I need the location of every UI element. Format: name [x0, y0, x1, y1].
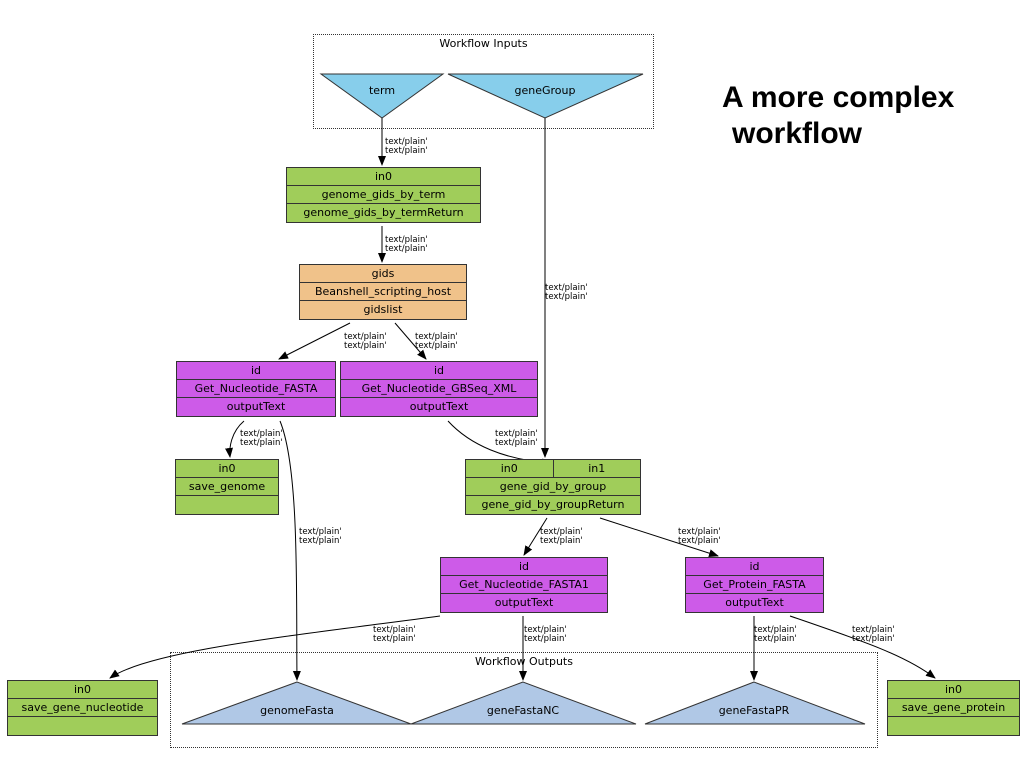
edge-label: text/plain'text/plain' — [240, 429, 283, 448]
edge-label: text/plain'text/plain' — [344, 332, 387, 351]
workflow-inputs-label: Workflow Inputs — [439, 37, 528, 50]
processor-name: Get_Nucleotide_FASTA1 — [441, 576, 607, 594]
port-outputtext: outputText — [226, 400, 286, 413]
processor-name: Beanshell_scripting_host — [300, 283, 466, 301]
edge-label: text/plain'text/plain' — [545, 283, 588, 302]
input-genegroup-shape — [447, 73, 644, 119]
empty-port — [8, 717, 157, 735]
port-in0: in0 — [888, 681, 1019, 699]
edge-label: text/plain'text/plain' — [678, 527, 721, 546]
port-return: gene_gid_by_groupReturn — [481, 498, 625, 511]
edge-get-nuc-fasta-to-genomefasta — [279, 420, 301, 681]
port-in1: in1 — [552, 460, 641, 477]
processor-name: save_gene_nucleotide — [8, 699, 157, 717]
edge-gene-gid-to-get-protein-fasta — [599, 517, 719, 558]
processor-name: genome_gids_by_term — [287, 186, 480, 204]
edge-get-nuc-fasta1-to-save-gene-nucleotide — [109, 615, 441, 679]
port-in0: in0 — [500, 462, 518, 475]
port-outputtext: outputText — [409, 400, 469, 413]
processor-name: save_genome — [176, 478, 278, 496]
output-genefastapr-label: geneFastaPR — [718, 704, 790, 717]
node-get-nucleotide-fasta1: id Get_Nucleotide_FASTA1 outputText — [440, 557, 608, 613]
processor-name: gene_gid_by_group — [466, 478, 640, 496]
port-id: id — [441, 558, 607, 576]
output-genomefasta-label: genomeFasta — [260, 704, 334, 717]
node-beanshell-scripting-host: gids Beanshell_scripting_host gidslist — [299, 264, 467, 320]
input-term-shape — [319, 73, 445, 119]
output-genefastanc-shape — [410, 681, 637, 725]
workflow-inputs-cluster: Workflow Inputs — [313, 34, 654, 129]
port-outputtext: outputText — [725, 596, 784, 609]
edge-beanshell-to-get-nuc-fasta — [278, 322, 351, 360]
node-save-gene-protein: in0 save_gene_protein — [887, 680, 1020, 736]
slide-title-line1: A more complex — [722, 81, 955, 114]
edge-get-protein-fasta-to-save-gene-protein — [789, 615, 936, 679]
slide-title: A more complex workflow — [722, 80, 1012, 152]
port-id: id — [686, 558, 823, 576]
output-genefastanc-label: geneFastaNC — [486, 704, 560, 717]
slide-title-line2: workflow — [732, 117, 863, 150]
processor-name: Get_Protein_FASTA — [686, 576, 823, 594]
input-genegroup-label: geneGroup — [514, 84, 576, 97]
edge-label: text/plain'text/plain' — [299, 527, 342, 546]
port-id: id — [341, 362, 537, 380]
processor-name: Get_Nucleotide_GBSeq_XML — [341, 380, 537, 398]
edge-label: text/plain'text/plain' — [385, 137, 428, 156]
edge-label: text/plain'text/plain' — [373, 625, 416, 644]
port-in0: in0 — [8, 681, 157, 699]
edge-beanshell-to-get-nuc-gbseq — [394, 322, 427, 360]
workflow-outputs-cluster: Workflow Outputs — [170, 652, 878, 748]
port-outputtext: outputText — [494, 596, 554, 609]
edge-label: text/plain'text/plain' — [385, 235, 428, 254]
node-genome-gids-by-term: in0 genome_gids_by_term genome_gids_by_t… — [286, 167, 481, 223]
port-return: genome_gids_by_termReturn — [303, 206, 464, 219]
edge-label: text/plain'text/plain' — [852, 625, 895, 644]
edge-get-nuc-fasta-to-save-genome — [225, 420, 245, 458]
output-genomefasta-shape — [181, 681, 412, 725]
edge-label: text/plain'text/plain' — [540, 527, 583, 546]
edge-label: text/plain'text/plain' — [754, 625, 797, 644]
workflow-outputs-label: Workflow Outputs — [475, 655, 573, 668]
edge-label: text/plain'text/plain' — [415, 332, 458, 351]
node-save-gene-nucleotide: in0 save_gene_nucleotide — [7, 680, 158, 736]
port-in0: in0 — [176, 460, 278, 478]
node-gene-gid-by-group: in0 in1 gene_gid_by_group gene_gid_by_gr… — [465, 459, 641, 515]
processor-name: save_gene_protein — [888, 699, 1019, 717]
edge-label: text/plain'text/plain' — [524, 625, 567, 644]
port-gids: gids — [300, 265, 466, 283]
node-get-nucleotide-gbseq-xml: id Get_Nucleotide_GBSeq_XML outputText — [340, 361, 538, 417]
port-in0: in0 — [287, 168, 480, 186]
node-save-genome: in0 save_genome — [175, 459, 279, 515]
input-term-label: term — [368, 84, 396, 97]
empty-port — [888, 717, 1019, 735]
node-get-nucleotide-fasta: id Get_Nucleotide_FASTA outputText — [176, 361, 336, 417]
port-gidslist: gidslist — [363, 303, 403, 316]
edge-gene-gid-to-get-nuc-fasta1 — [523, 517, 548, 556]
edges — [109, 118, 936, 681]
empty-port — [176, 496, 278, 514]
output-genefastapr-shape — [644, 681, 866, 725]
node-get-protein-fasta: id Get_Protein_FASTA outputText — [685, 557, 824, 613]
input-ports: in0 in1 — [466, 460, 640, 478]
port-id: id — [177, 362, 335, 380]
processor-name: Get_Nucleotide_FASTA — [177, 380, 335, 398]
edge-label: text/plain'text/plain' — [495, 429, 538, 448]
